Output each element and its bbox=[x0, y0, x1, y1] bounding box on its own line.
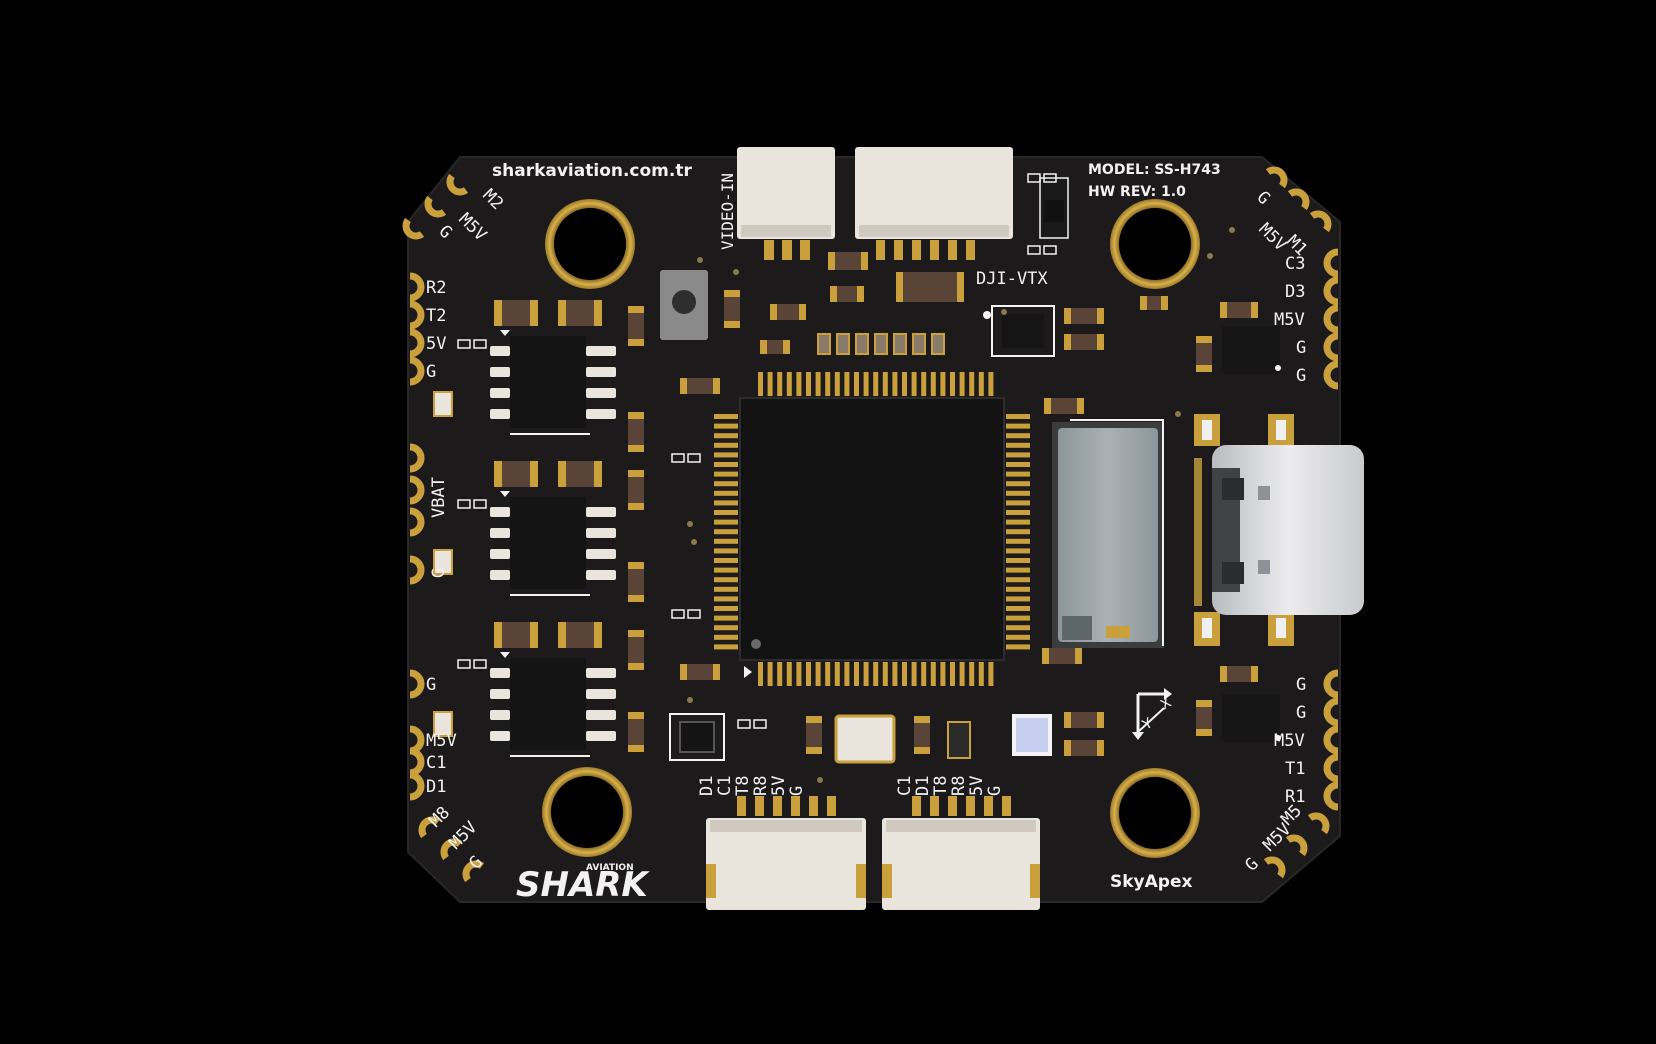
pad-label-left-bottom: G bbox=[426, 675, 436, 695]
video-in-connector bbox=[737, 147, 835, 260]
mcu-chip bbox=[714, 372, 1030, 686]
dji-vtx-label: DJI-VTX bbox=[976, 269, 1048, 289]
logo-text: SHARK bbox=[516, 865, 650, 905]
pad-label-left-top: G bbox=[426, 362, 436, 382]
pad-label-right-top: C3 bbox=[1285, 254, 1305, 274]
pad-label-left-mid-g: G bbox=[429, 568, 449, 578]
website-label: sharkaviation.com.tr bbox=[492, 161, 692, 181]
bottom-left-connector-label: 5V bbox=[769, 776, 789, 796]
dji-vtx-connector bbox=[855, 147, 1013, 260]
bottom-left-connector-label: C1 bbox=[715, 776, 735, 796]
product-name: SkyApex bbox=[1110, 872, 1192, 892]
pad-label-vbat: VBAT bbox=[429, 477, 449, 518]
pad-label-left-top: T2 bbox=[426, 306, 446, 326]
bottom-left-connector bbox=[706, 796, 866, 910]
pad-label-right-bottom: T1 bbox=[1285, 759, 1305, 779]
bottom-left-connector-label: T8 bbox=[733, 776, 753, 796]
bottom-right-connector-label: T8 bbox=[931, 776, 951, 796]
pad-label-right-bottom: M5V bbox=[1274, 731, 1305, 751]
bottom-right-connector-label: R8 bbox=[949, 776, 969, 796]
usb-c-connector bbox=[1194, 414, 1364, 646]
pad-label-left-top: 5V bbox=[426, 334, 446, 354]
shark-logo: AVIATION SHARK bbox=[516, 863, 650, 905]
bottom-left-connector-label: D1 bbox=[697, 776, 717, 796]
bottom-right-connector-label: 5V bbox=[967, 776, 987, 796]
mounting-holes bbox=[542, 199, 1200, 858]
video-in-label: VIDEO-IN bbox=[718, 173, 737, 250]
pad-label-left-bottom: D1 bbox=[426, 777, 446, 797]
pad-label-right-top: M5V bbox=[1274, 310, 1305, 330]
bottom-right-connector-label: D1 bbox=[913, 776, 933, 796]
model-label: MODEL: SS-H743 bbox=[1088, 162, 1221, 178]
bottom-left-connector-label: G bbox=[787, 786, 807, 796]
passive-components bbox=[433, 173, 1258, 783]
pad-label-left-top: R2 bbox=[426, 278, 446, 298]
bottom-right-connector bbox=[882, 796, 1040, 910]
pad-label-right-top: G bbox=[1296, 338, 1306, 358]
pad-label-left-bottom: C1 bbox=[426, 753, 446, 773]
bottom-left-connector-label: R8 bbox=[751, 776, 771, 796]
left-ics bbox=[490, 300, 616, 757]
pad-label-right-top: D3 bbox=[1285, 282, 1305, 302]
logo-subtext: AVIATION bbox=[586, 863, 634, 873]
pad-label-left-bottom: M5V bbox=[426, 731, 457, 751]
bottom-right-connector-label: G bbox=[985, 786, 1005, 796]
edge-pads bbox=[402, 166, 1339, 883]
pad-label-right-top: G bbox=[1296, 366, 1306, 386]
pad-label-right-bottom: G bbox=[1296, 675, 1306, 695]
sd-card-slot bbox=[1052, 419, 1164, 648]
small-ics bbox=[660, 177, 1281, 764]
pad-label-right-bottom: R1 bbox=[1285, 787, 1305, 807]
pad-label-right-bottom: G bbox=[1296, 703, 1306, 723]
hw-rev-label: HW REV: 1.0 bbox=[1088, 184, 1186, 200]
bottom-right-connector-label: C1 bbox=[895, 776, 915, 796]
